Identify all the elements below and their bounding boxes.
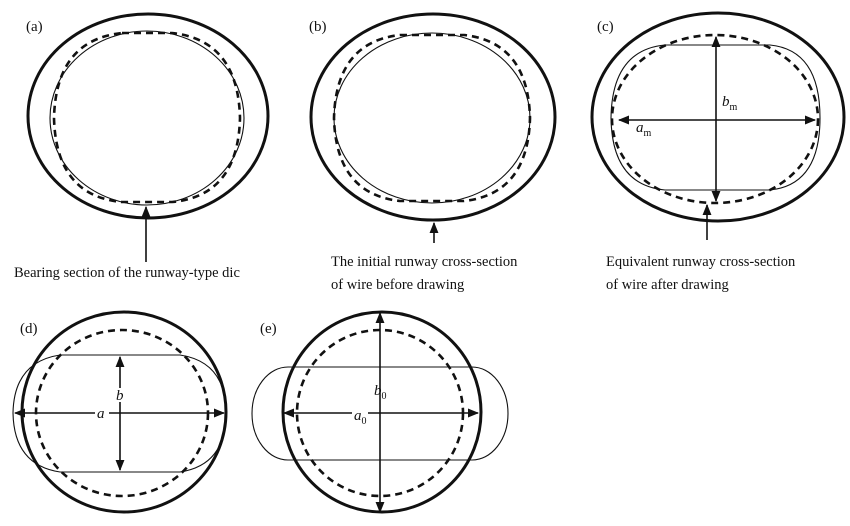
panel-d: (d) b a — [12, 310, 228, 514]
dimension-bm-label: bm — [722, 94, 738, 113]
dimension-a-label: a — [97, 406, 105, 422]
wire-section-dashed — [52, 31, 242, 204]
dimension-am-label: am — [636, 120, 652, 139]
die-outer-contour — [26, 12, 270, 220]
panel-b-caption-line2: of wire before drawing — [331, 277, 464, 293]
die-outer-contour — [281, 310, 483, 514]
panel-a-caption: Bearing section of the runway-type dic — [14, 265, 240, 281]
panel-d-label: (d) — [20, 321, 38, 337]
panel-b-label: (b) — [309, 19, 327, 35]
panel-c-caption-line1: Equivalent runway cross-section — [606, 254, 796, 270]
dimension-b0-label: b0 — [374, 383, 387, 402]
panel-e: (e) b0 a0 — [251, 310, 509, 514]
wire-section-dashed — [332, 33, 532, 203]
initial-runway-section — [251, 366, 509, 461]
runway-section — [12, 354, 227, 473]
panel-b: (b) The initial runway cross-section of … — [309, 12, 557, 293]
die-outer-contour — [590, 11, 846, 223]
panel-a: (a) Bearing section of the runway-type d… — [14, 12, 270, 281]
equivalent-runway-section — [610, 44, 821, 191]
bearing-section-contour — [333, 32, 531, 204]
panel-e-label: (e) — [260, 321, 277, 337]
panel-c: (c) bm am Equivalent runway cross-sectio… — [590, 11, 846, 293]
panel-b-caption-line1: The initial runway cross-section — [331, 254, 518, 270]
panel-c-label: (c) — [597, 19, 614, 35]
die-outer-contour — [309, 12, 557, 222]
wire-section-dashed — [610, 33, 820, 205]
bearing-section-contour — [49, 30, 245, 206]
dimension-a0-label: a0 — [354, 408, 367, 427]
panel-a-label: (a) — [26, 19, 43, 35]
die-outer-contour — [20, 310, 228, 514]
dimension-b-label: b — [116, 388, 124, 404]
panel-c-caption-line2: of wire after drawing — [606, 277, 729, 293]
